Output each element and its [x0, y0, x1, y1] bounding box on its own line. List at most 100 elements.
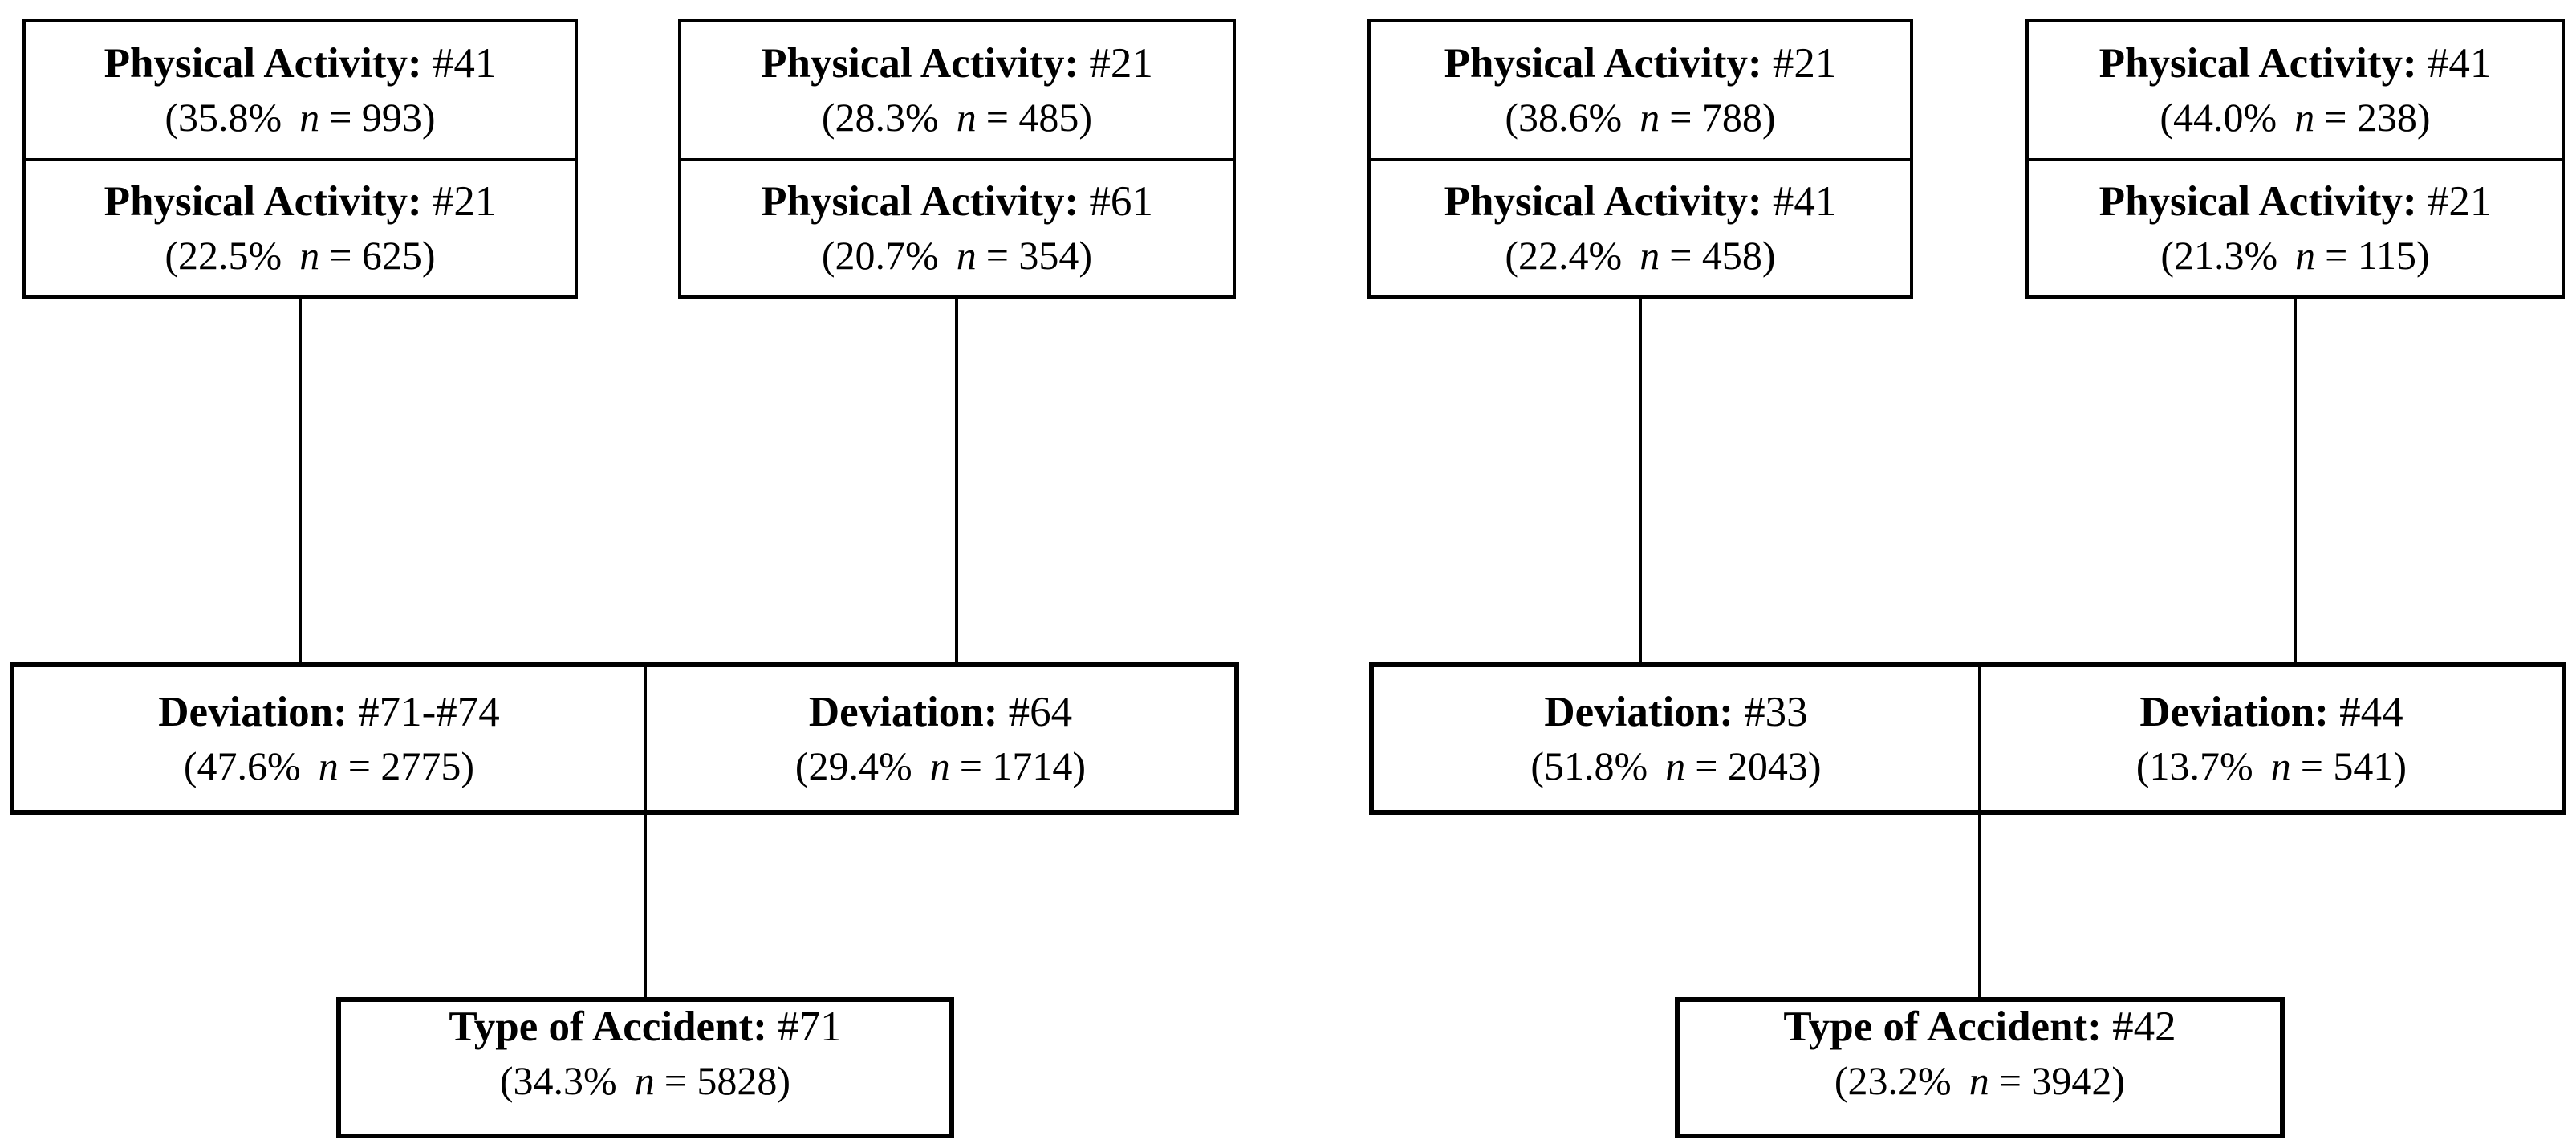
node-title: Physical Activity: #41 — [1444, 177, 1837, 227]
node-code: #71 — [778, 1004, 842, 1050]
node-cell: Deviation: #71-#74 (47.6%n= 2775) — [14, 667, 644, 810]
connector-line — [1639, 297, 1642, 664]
stat-count: = 625) — [329, 232, 436, 278]
node-title: Physical Activity: #21 — [2099, 177, 2492, 227]
node-cell: Physical Activity: #21 (28.3%n= 485) — [681, 22, 1233, 158]
node-cell: Physical Activity: #61 (20.7%n= 354) — [681, 157, 1233, 296]
stat-pct: (35.8% — [165, 95, 282, 140]
node-cell: Physical Activity: #21 (38.6%n= 788) — [1371, 22, 1910, 158]
node-title: Deviation: #64 — [809, 687, 1072, 738]
node-title: Physical Activity: #41 — [104, 39, 497, 89]
stat-count: = 993) — [329, 95, 436, 140]
node-code: #71-#74 — [358, 689, 500, 736]
node-cell: Deviation: #33 (51.8%n= 2043) — [1374, 667, 1978, 810]
stat-count: = 485) — [985, 95, 1093, 140]
node-stats: (51.8%n= 2043) — [1530, 743, 1821, 790]
node-title: Deviation: #33 — [1544, 687, 1807, 738]
type-of-accident-box: Type of Accident: #42 (23.2%n= 3942) — [1675, 997, 2285, 1138]
connector-line — [955, 297, 958, 664]
stat-count: = 238) — [2324, 95, 2431, 140]
node-stats: (29.4%n= 1714) — [795, 743, 1086, 790]
node-code: #64 — [1008, 689, 1073, 736]
node-code: #21 — [432, 177, 497, 225]
stat-count: = 1714) — [959, 743, 1087, 788]
node-title: Type of Accident: #71 — [449, 1002, 841, 1052]
node-title: Deviation: #71-#74 — [158, 687, 499, 738]
connector-line — [644, 813, 647, 999]
node-code: #41 — [2427, 40, 2492, 88]
node-stats: (21.3%n= 115) — [2160, 232, 2429, 279]
stat-n-symbol: n — [1969, 1057, 1989, 1103]
physical-activity-box: Physical Activity: #21 (38.6%n= 788) Phy… — [1367, 19, 1913, 299]
deviation-box: Deviation: #33 (51.8%n= 2043) Deviation:… — [1369, 662, 2566, 815]
connector-line — [2294, 297, 2297, 664]
node-cell: Type of Accident: #42 (23.2%n= 3942) — [1680, 1002, 2280, 1105]
stat-pct: (28.3% — [821, 95, 939, 140]
node-label: Physical Activity: — [761, 177, 1079, 225]
stat-count: = 3942) — [1998, 1057, 2126, 1103]
stat-count: = 2043) — [1695, 743, 1822, 788]
physical-activity-box: Physical Activity: #21 (28.3%n= 485) Phy… — [678, 19, 1236, 299]
stat-count: = 354) — [985, 232, 1093, 278]
node-code: #21 — [1772, 40, 1837, 88]
node-label: Deviation: — [2139, 689, 2329, 736]
stat-count: = 5828) — [664, 1057, 791, 1103]
stat-pct: (44.0% — [2160, 95, 2277, 140]
stat-pct: (22.4% — [1505, 232, 1623, 278]
stat-pct: (21.3% — [2160, 232, 2278, 278]
node-label: Deviation: — [1544, 689, 1733, 736]
node-cell: Physical Activity: #41 (44.0%n= 238) — [2029, 22, 2562, 158]
node-label: Deviation: — [158, 689, 347, 736]
connector-line — [1978, 813, 1981, 999]
node-stats: (35.8%n= 993) — [165, 94, 435, 141]
node-label: Physical Activity: — [1444, 40, 1762, 88]
node-label: Physical Activity: — [104, 40, 422, 88]
node-title: Physical Activity: #41 — [2099, 39, 2492, 89]
node-stats: (22.4% n= 458) — [1505, 232, 1775, 279]
stat-n-symbol: n — [2270, 743, 2291, 788]
node-code: #33 — [1744, 689, 1808, 736]
stat-count: = 458) — [1669, 232, 1776, 278]
node-stats: (47.6%n= 2775) — [184, 743, 474, 790]
node-stats: (28.3%n= 485) — [822, 94, 1092, 141]
node-cell: Physical Activity: #21 (21.3%n= 115) — [2029, 157, 2562, 296]
node-title: Physical Activity: #21 — [761, 39, 1153, 89]
stat-count: = 788) — [1669, 95, 1776, 140]
node-label: Type of Accident: — [449, 1004, 767, 1050]
node-stats: (44.0%n= 238) — [2160, 94, 2430, 141]
node-title: Deviation: #44 — [2139, 687, 2403, 738]
stat-n-symbol: n — [299, 232, 320, 278]
node-cell: Deviation: #44 (13.7%n= 541) — [1978, 667, 2562, 810]
node-cell: Type of Accident: #71 (34.3% n= 5828) — [341, 1002, 949, 1105]
node-stats: (38.6%n= 788) — [1505, 94, 1775, 141]
stat-n-symbol: n — [1665, 743, 1686, 788]
node-label: Type of Accident: — [1783, 1004, 2102, 1050]
stat-pct: (29.4% — [794, 743, 912, 788]
deviation-box: Deviation: #71-#74 (47.6%n= 2775) Deviat… — [10, 662, 1239, 815]
stat-count: = 541) — [2300, 743, 2407, 788]
node-code: #41 — [432, 40, 497, 88]
node-stats: (34.3% n= 5828) — [500, 1057, 790, 1105]
stat-pct: (20.7% — [821, 232, 939, 278]
stat-pct: (34.3% — [499, 1057, 617, 1103]
stat-n-symbol: n — [1639, 232, 1660, 278]
node-label: Physical Activity: — [1444, 177, 1762, 225]
stat-pct: (47.6% — [183, 743, 301, 788]
node-cell: Physical Activity: #21 (22.5% n= 625) — [26, 157, 575, 296]
stat-n-symbol: n — [318, 743, 339, 788]
node-code: #42 — [2112, 1004, 2176, 1050]
node-label: Physical Activity: — [2099, 40, 2417, 88]
node-label: Physical Activity: — [104, 177, 422, 225]
node-code: #21 — [2427, 177, 2492, 225]
node-label: Deviation: — [808, 689, 998, 736]
node-cell: Physical Activity: #41 (35.8%n= 993) — [26, 22, 575, 158]
node-code: #61 — [1089, 177, 1153, 225]
physical-activity-box: Physical Activity: #41 (35.8%n= 993) Phy… — [22, 19, 578, 299]
node-cell: Physical Activity: #41 (22.4% n= 458) — [1371, 157, 1910, 296]
node-label: Physical Activity: — [2099, 177, 2417, 225]
stat-n-symbol: n — [634, 1057, 655, 1103]
node-stats: (20.7%n= 354) — [822, 232, 1092, 279]
stat-pct: (22.5% — [165, 232, 282, 278]
node-title: Type of Accident: #42 — [1783, 1002, 2176, 1052]
